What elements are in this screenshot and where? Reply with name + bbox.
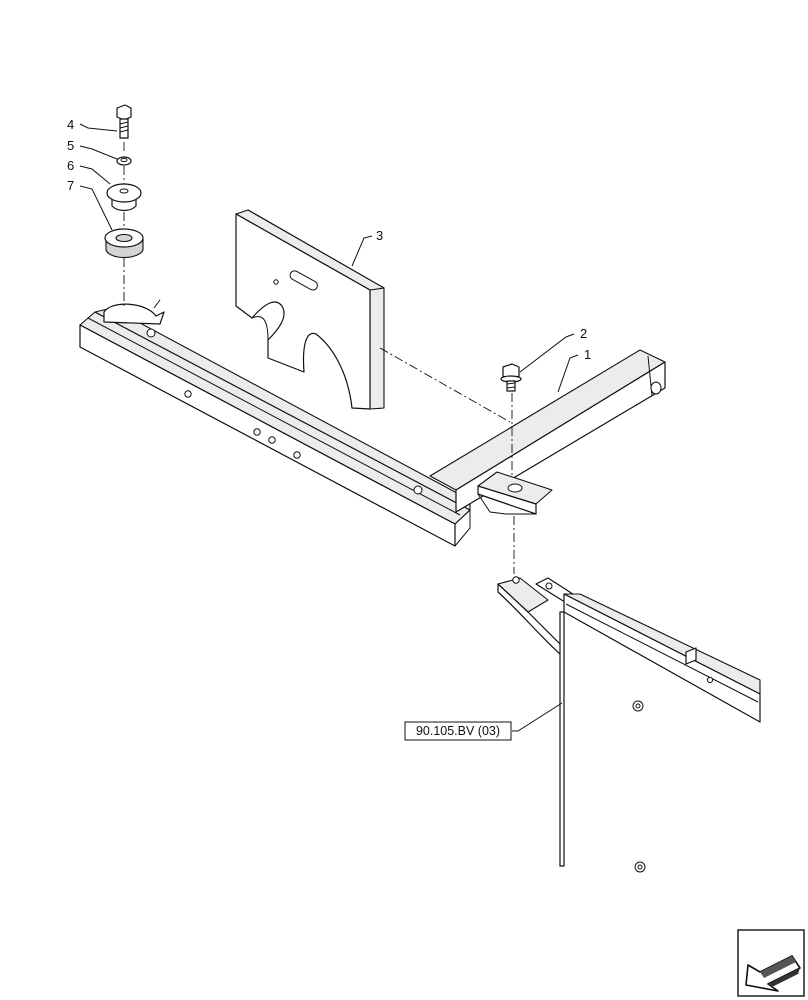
leader-lines	[79, 123, 579, 732]
part-3-plate	[235, 209, 385, 410]
part-2-screw	[500, 363, 522, 392]
part-6-cap	[106, 183, 142, 212]
centerlines	[123, 142, 515, 574]
callout-4: 4	[67, 117, 74, 132]
part-7-bushing	[104, 228, 144, 259]
callout-labels: 1 2 3 4 5 6 7	[67, 117, 591, 362]
part-5-washer	[116, 156, 132, 166]
callout-3: 3	[376, 228, 383, 243]
mating-structure	[497, 576, 761, 873]
callout-5: 5	[67, 138, 74, 153]
reference-label: 90.105.BV (03)	[416, 724, 500, 738]
callout-2: 2	[580, 326, 587, 341]
callout-7: 7	[67, 178, 74, 193]
callout-6: 6	[67, 158, 74, 173]
reference-box[interactable]: 90.105.BV (03)	[404, 721, 512, 741]
callout-1: 1	[584, 347, 591, 362]
navigation-arrow-icon[interactable]	[737, 929, 805, 997]
part-1-frame	[79, 299, 666, 547]
part-4-bolt	[116, 104, 132, 139]
